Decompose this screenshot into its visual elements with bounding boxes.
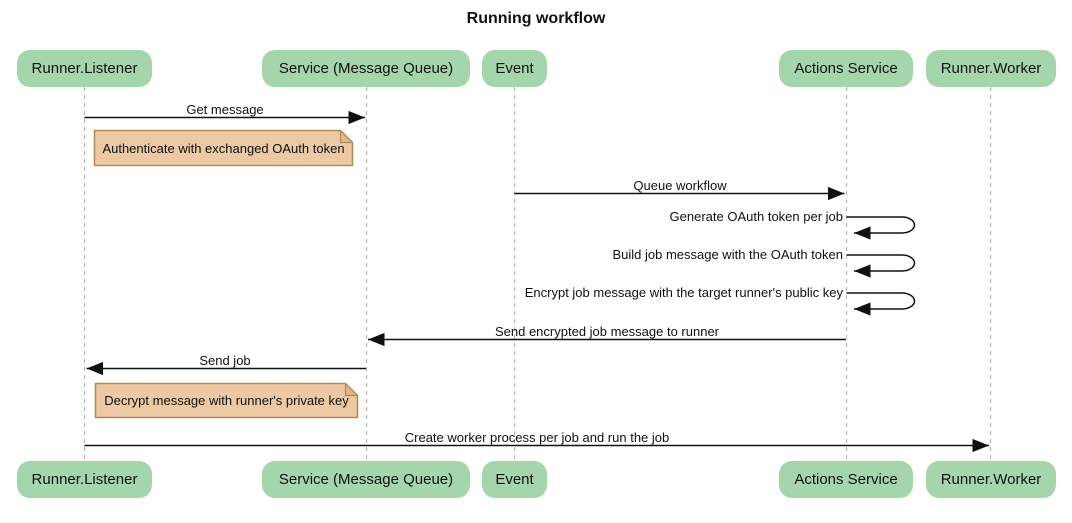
note-decrypt-shape <box>94 382 359 419</box>
participant-service-message-queue-bottom: Service (Message Queue) <box>262 461 470 498</box>
participant-event-top: Event <box>482 50 547 87</box>
message-label-send-encrypted-job-message: Send encrypted job message to runner <box>494 324 720 339</box>
participant-runner-worker-top: Runner.Worker <box>926 50 1056 87</box>
participant-actions-service-top: Actions Service <box>779 50 913 87</box>
participant-runner-listener-top: Runner.Listener <box>17 50 152 87</box>
note-authenticate-shape <box>93 129 354 167</box>
diagram-title: Running workflow <box>466 10 606 27</box>
participant-runner-worker-bottom: Runner.Worker <box>926 461 1056 498</box>
message-label-queue-workflow: Queue workflow <box>633 178 727 193</box>
self-arrow-build-job-message <box>846 254 916 278</box>
message-label-encrypt-job-message: Encrypt job message with the target runn… <box>524 285 843 300</box>
self-arrow-generate-oauth-token <box>846 216 916 240</box>
participant-runner-listener-bottom: Runner.Listener <box>17 461 152 498</box>
message-label-get-message: Get message <box>186 102 264 117</box>
lifelines <box>84 87 991 461</box>
note-decrypt-fold-icon <box>344 382 359 397</box>
note-shapes <box>93 129 359 419</box>
note-authenticate-fold-icon <box>339 129 354 144</box>
self-arrow-encrypt-job-message <box>846 292 916 316</box>
message-arrows <box>84 110 989 453</box>
participant-service-message-queue-top: Service (Message Queue) <box>262 50 470 87</box>
note-label-authenticate: Authenticate with exchanged OAuth token <box>102 140 345 156</box>
note-label-decrypt: Decrypt message with runner's private ke… <box>104 393 349 408</box>
message-label-generate-oauth-token: Generate OAuth token per job <box>669 209 843 224</box>
message-label-create-worker-process: Create worker process per job and run th… <box>404 430 670 445</box>
participant-event-bottom: Event <box>482 461 547 498</box>
message-label-send-job: Send job <box>199 353 251 368</box>
message-label-build-job-message: Build job message with the OAuth token <box>612 247 843 262</box>
participant-actions-service-bottom: Actions Service <box>779 461 913 498</box>
